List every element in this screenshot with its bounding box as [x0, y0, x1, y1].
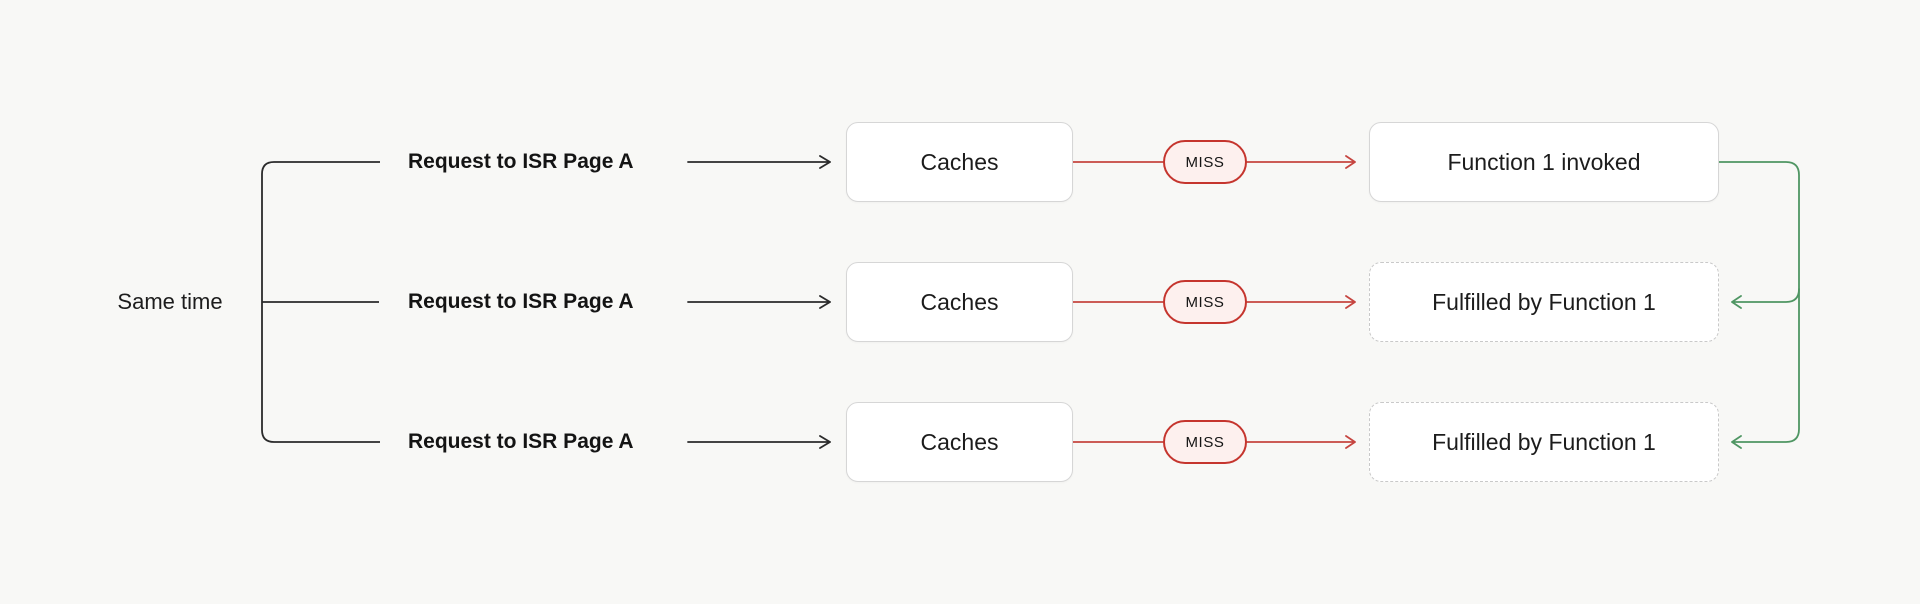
caches-label-row3: Caches — [920, 428, 999, 455]
miss-arrow-right-row1 — [1246, 155, 1356, 169]
green-return-branch-row2 — [1731, 288, 1800, 309]
miss-badge-row2: MISS — [1163, 280, 1247, 324]
caches-box-row2: Caches — [846, 262, 1073, 342]
same-time-bracket — [261, 161, 380, 443]
green-return-trunk — [1718, 161, 1800, 449]
function-invoked-box-row1: Function 1 invoked — [1369, 122, 1719, 202]
caches-box-row3: Caches — [846, 402, 1073, 482]
miss-label-row1: MISS — [1185, 153, 1225, 171]
fulfilled-box-row3: Fulfilled by Function 1 — [1369, 402, 1719, 482]
same-time-label: Same time — [117, 289, 223, 314]
miss-label-row3: MISS — [1185, 433, 1225, 451]
request-label-row3: Request to ISR Page A — [408, 430, 634, 453]
caches-label-row2: Caches — [920, 288, 999, 315]
fulfilled-box-row2: Fulfilled by Function 1 — [1369, 262, 1719, 342]
miss-badge-row1: MISS — [1163, 140, 1247, 184]
miss-label-row2: MISS — [1185, 293, 1225, 311]
request-arrow-row3 — [687, 435, 831, 449]
miss-arrow-right-row2 — [1246, 295, 1356, 309]
miss-arrow-right-row3 — [1246, 435, 1356, 449]
fulfilled-label-row3: Fulfilled by Function 1 — [1432, 428, 1656, 455]
fulfilled-label-row2: Fulfilled by Function 1 — [1432, 288, 1656, 315]
function-invoked-label-row1: Function 1 invoked — [1447, 148, 1641, 175]
caches-box-row1: Caches — [846, 122, 1073, 202]
miss-badge-row3: MISS — [1163, 420, 1247, 464]
request-label-row1: Request to ISR Page A — [408, 150, 634, 173]
request-arrow-row1 — [687, 155, 831, 169]
caches-label-row1: Caches — [920, 148, 999, 175]
request-label-row2: Request to ISR Page A — [408, 290, 634, 313]
request-arrow-row2 — [687, 295, 831, 309]
